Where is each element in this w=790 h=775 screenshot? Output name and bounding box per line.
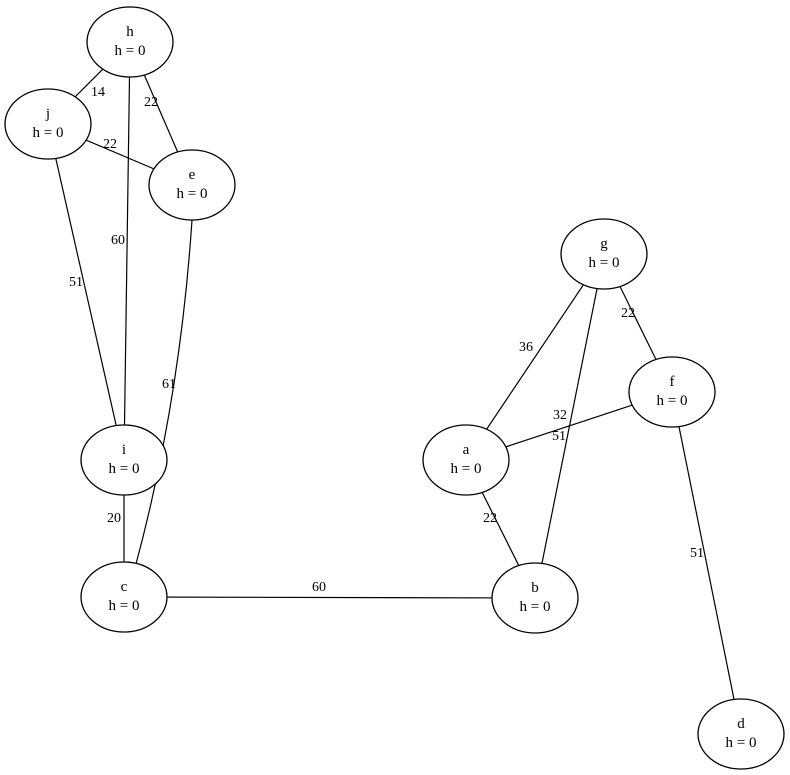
node-ellipse-h: [86, 6, 174, 78]
edge-weight-a-f: 32: [553, 408, 567, 423]
node-h: h h = 0: [86, 6, 174, 78]
node-e: e h = 0: [148, 149, 236, 221]
node-d: d h = 0: [697, 698, 785, 770]
edge-labels-layer: 14 22 22 60 51 61 20 60 36 22 51 32 22 51: [69, 85, 704, 595]
node-ellipse-i: [80, 424, 168, 496]
node-ellipse-j: [4, 88, 92, 160]
node-label-a: a: [463, 442, 470, 458]
node-ellipse-b: [491, 562, 579, 634]
node-label-j: j: [45, 106, 50, 122]
node-heuristic-j: h = 0: [33, 125, 64, 141]
edge-weight-h-i: 60: [111, 233, 125, 248]
node-label-f: f: [670, 374, 675, 390]
nodes-layer: h h = 0 j h = 0 e h = 0 i h = 0 c h = 0 g h = 0 f h =…: [4, 6, 785, 770]
edge-weight-g-b: 51: [552, 429, 566, 444]
node-label-i: i: [122, 442, 126, 458]
node-i: i h = 0: [80, 424, 168, 496]
node-heuristic-f: h = 0: [657, 393, 688, 409]
node-j: j h = 0: [4, 88, 92, 160]
node-label-b: b: [531, 580, 539, 596]
node-c: c h = 0: [80, 561, 168, 633]
edge-weight-f-d: 51: [690, 546, 704, 561]
node-heuristic-g: h = 0: [589, 255, 620, 271]
edge-weight-g-a: 36: [519, 340, 533, 355]
node-ellipse-c: [80, 561, 168, 633]
node-label-h: h: [126, 24, 134, 40]
node-ellipse-f: [628, 356, 716, 428]
node-heuristic-b: h = 0: [520, 599, 551, 615]
node-ellipse-a: [422, 424, 510, 496]
edge-c-b: [123, 596, 536, 599]
edge-weight-a-b: 22: [483, 511, 497, 526]
edge-weight-i-c: 20: [107, 511, 121, 526]
edge-f-d: [671, 391, 742, 735]
edge-g-a: [465, 253, 605, 461]
node-heuristic-a: h = 0: [451, 461, 482, 477]
node-heuristic-c: h = 0: [109, 598, 140, 614]
edge-weight-h-j: 14: [91, 85, 105, 100]
edge-weight-j-i: 51: [69, 275, 83, 290]
node-heuristic-i: h = 0: [109, 461, 140, 477]
edge-weight-j-e: 22: [103, 137, 117, 152]
node-label-e: e: [189, 167, 196, 183]
node-b: b h = 0: [491, 562, 579, 634]
edge-j-i: [47, 123, 125, 461]
edge-h-i: [123, 41, 131, 461]
edge-weight-c-b: 60: [312, 580, 326, 595]
node-a: a h = 0: [422, 424, 510, 496]
edge-weight-e-c: 61: [162, 377, 176, 392]
node-g: g h = 0: [560, 218, 648, 290]
node-heuristic-h: h = 0: [115, 43, 146, 59]
edge-weight-h-e: 22: [144, 95, 158, 110]
node-ellipse-d: [697, 698, 785, 770]
edge-weight-g-f: 22: [621, 306, 635, 321]
node-f: f h = 0: [628, 356, 716, 428]
edge-e-c: [135, 219, 193, 565]
node-ellipse-e: [148, 149, 236, 221]
node-label-c: c: [121, 579, 128, 595]
node-heuristic-d: h = 0: [726, 735, 757, 751]
node-heuristic-e: h = 0: [177, 186, 208, 202]
node-ellipse-g: [560, 218, 648, 290]
node-label-g: g: [600, 236, 608, 252]
node-label-d: d: [737, 716, 745, 732]
